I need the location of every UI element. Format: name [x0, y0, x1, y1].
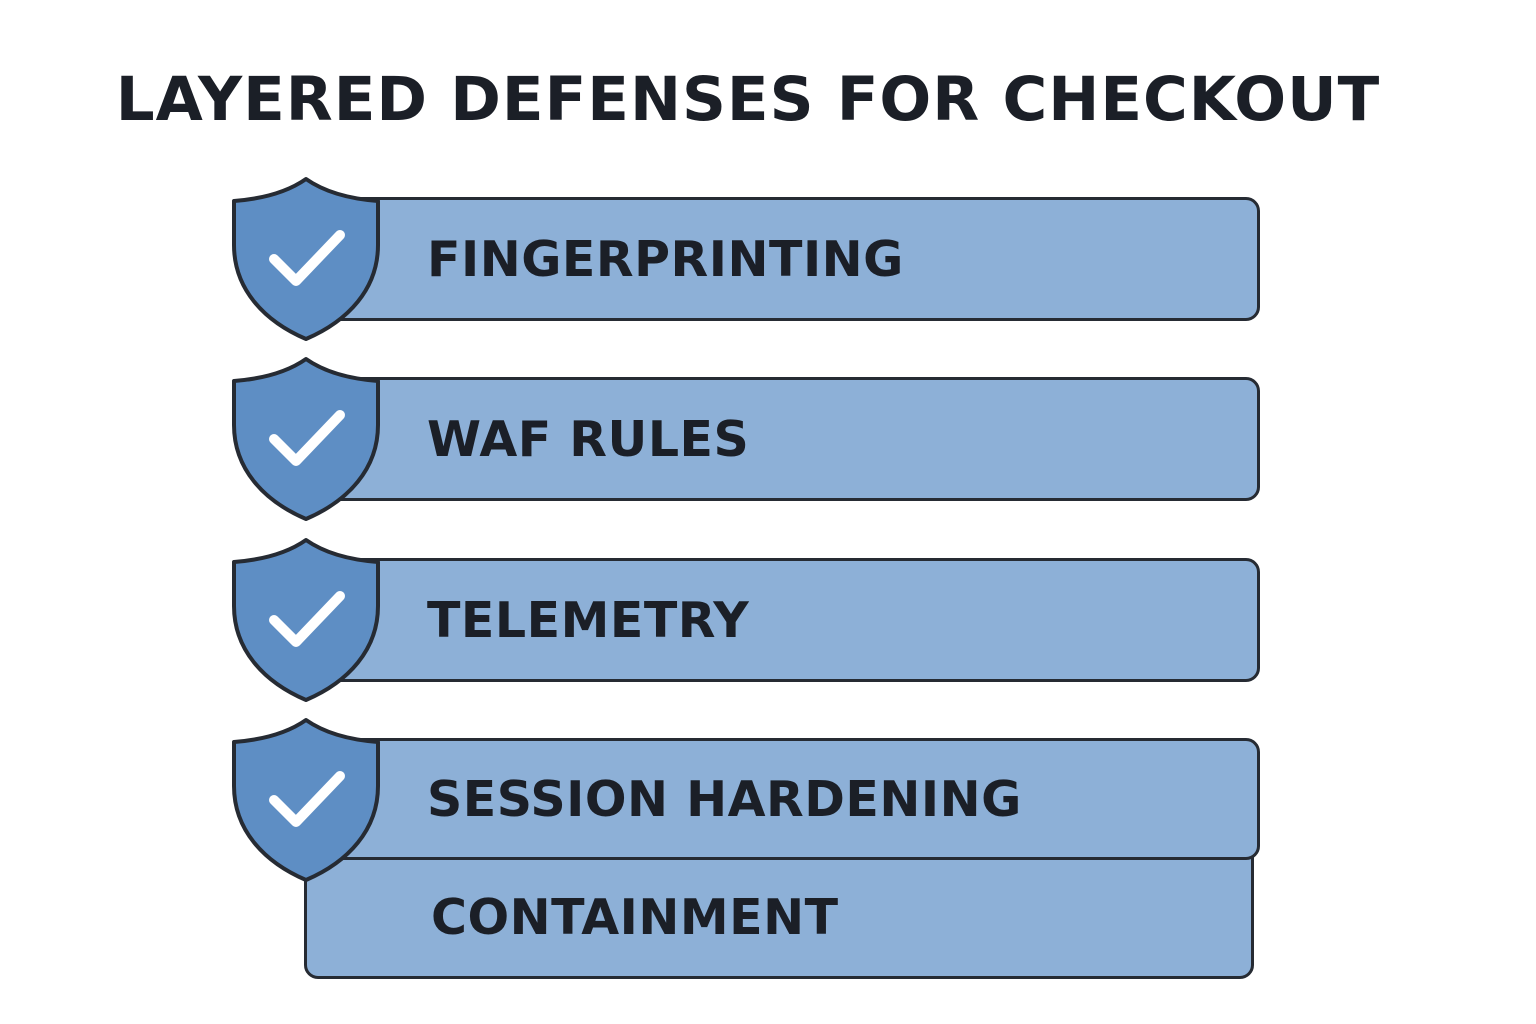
shield-check-icon: [230, 175, 382, 343]
layer-label: FINGERPRINTING: [427, 230, 904, 288]
diagram-title: LAYERED DEFENSES FOR CHECKOUT: [115, 64, 1381, 135]
layer-label: TELEMETRY: [427, 591, 750, 649]
layer-bar-waf-rules: WAF RULES: [300, 377, 1260, 501]
layer-bar-fingerprinting: FINGERPRINTING: [300, 197, 1260, 321]
layer-label: SESSION HARDENING: [427, 770, 1022, 828]
layer-label: CONTAINMENT: [431, 889, 839, 946]
shield-check-icon: [230, 716, 382, 884]
shield-check-icon: [230, 355, 382, 523]
layer-label: WAF RULES: [427, 410, 750, 468]
layer-bar-session-hardening: SESSION HARDENING: [300, 738, 1260, 860]
layer-bar-containment: CONTAINMENT: [304, 856, 1254, 979]
layer-bar-telemetry: TELEMETRY: [300, 558, 1260, 682]
shield-check-icon: [230, 536, 382, 704]
